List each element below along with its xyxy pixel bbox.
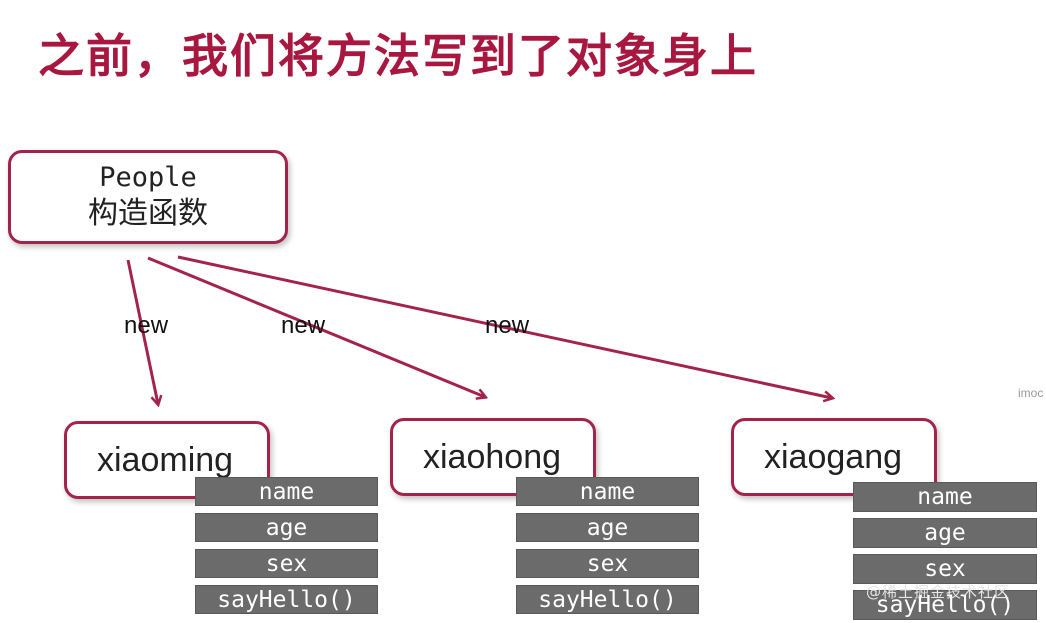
new-label-1: new	[124, 312, 169, 339]
new-label-2: new	[281, 312, 326, 339]
arrow-to-xiaoming	[126, 259, 158, 404]
arrow-to-xiaogang	[177, 255, 832, 398]
prop-sayhello: sayHello()	[853, 590, 1037, 620]
prop-age: age	[516, 513, 699, 542]
instance-name: xiaohong	[423, 437, 562, 476]
watermark: @稀土掘金技术社区	[866, 583, 1011, 601]
arrow-to-xiaohong	[147, 256, 485, 397]
prop-sayhello: sayHello()	[516, 585, 699, 614]
instance-name: xiaogang	[764, 437, 903, 476]
prop-name: name	[195, 477, 378, 506]
prop-name: name	[853, 482, 1037, 512]
instance-name: xiaoming	[97, 440, 234, 479]
side-text: imoc	[1018, 386, 1044, 400]
prop-sex: sex	[516, 549, 699, 578]
constructor-label: 构造函数	[88, 196, 208, 231]
prop-sayhello: sayHello()	[195, 585, 378, 614]
new-label-3: new	[485, 312, 530, 339]
prop-sex: sex	[195, 549, 378, 578]
slide-title: 之前，我们将方法写到了对象身上	[38, 29, 758, 83]
prop-age: age	[195, 513, 378, 542]
constructor-name: People	[99, 162, 197, 193]
prop-age: age	[853, 518, 1037, 548]
prop-name: name	[516, 477, 699, 506]
people-constructor-box: People 构造函数	[8, 150, 288, 244]
prop-sex: sex	[853, 554, 1037, 584]
